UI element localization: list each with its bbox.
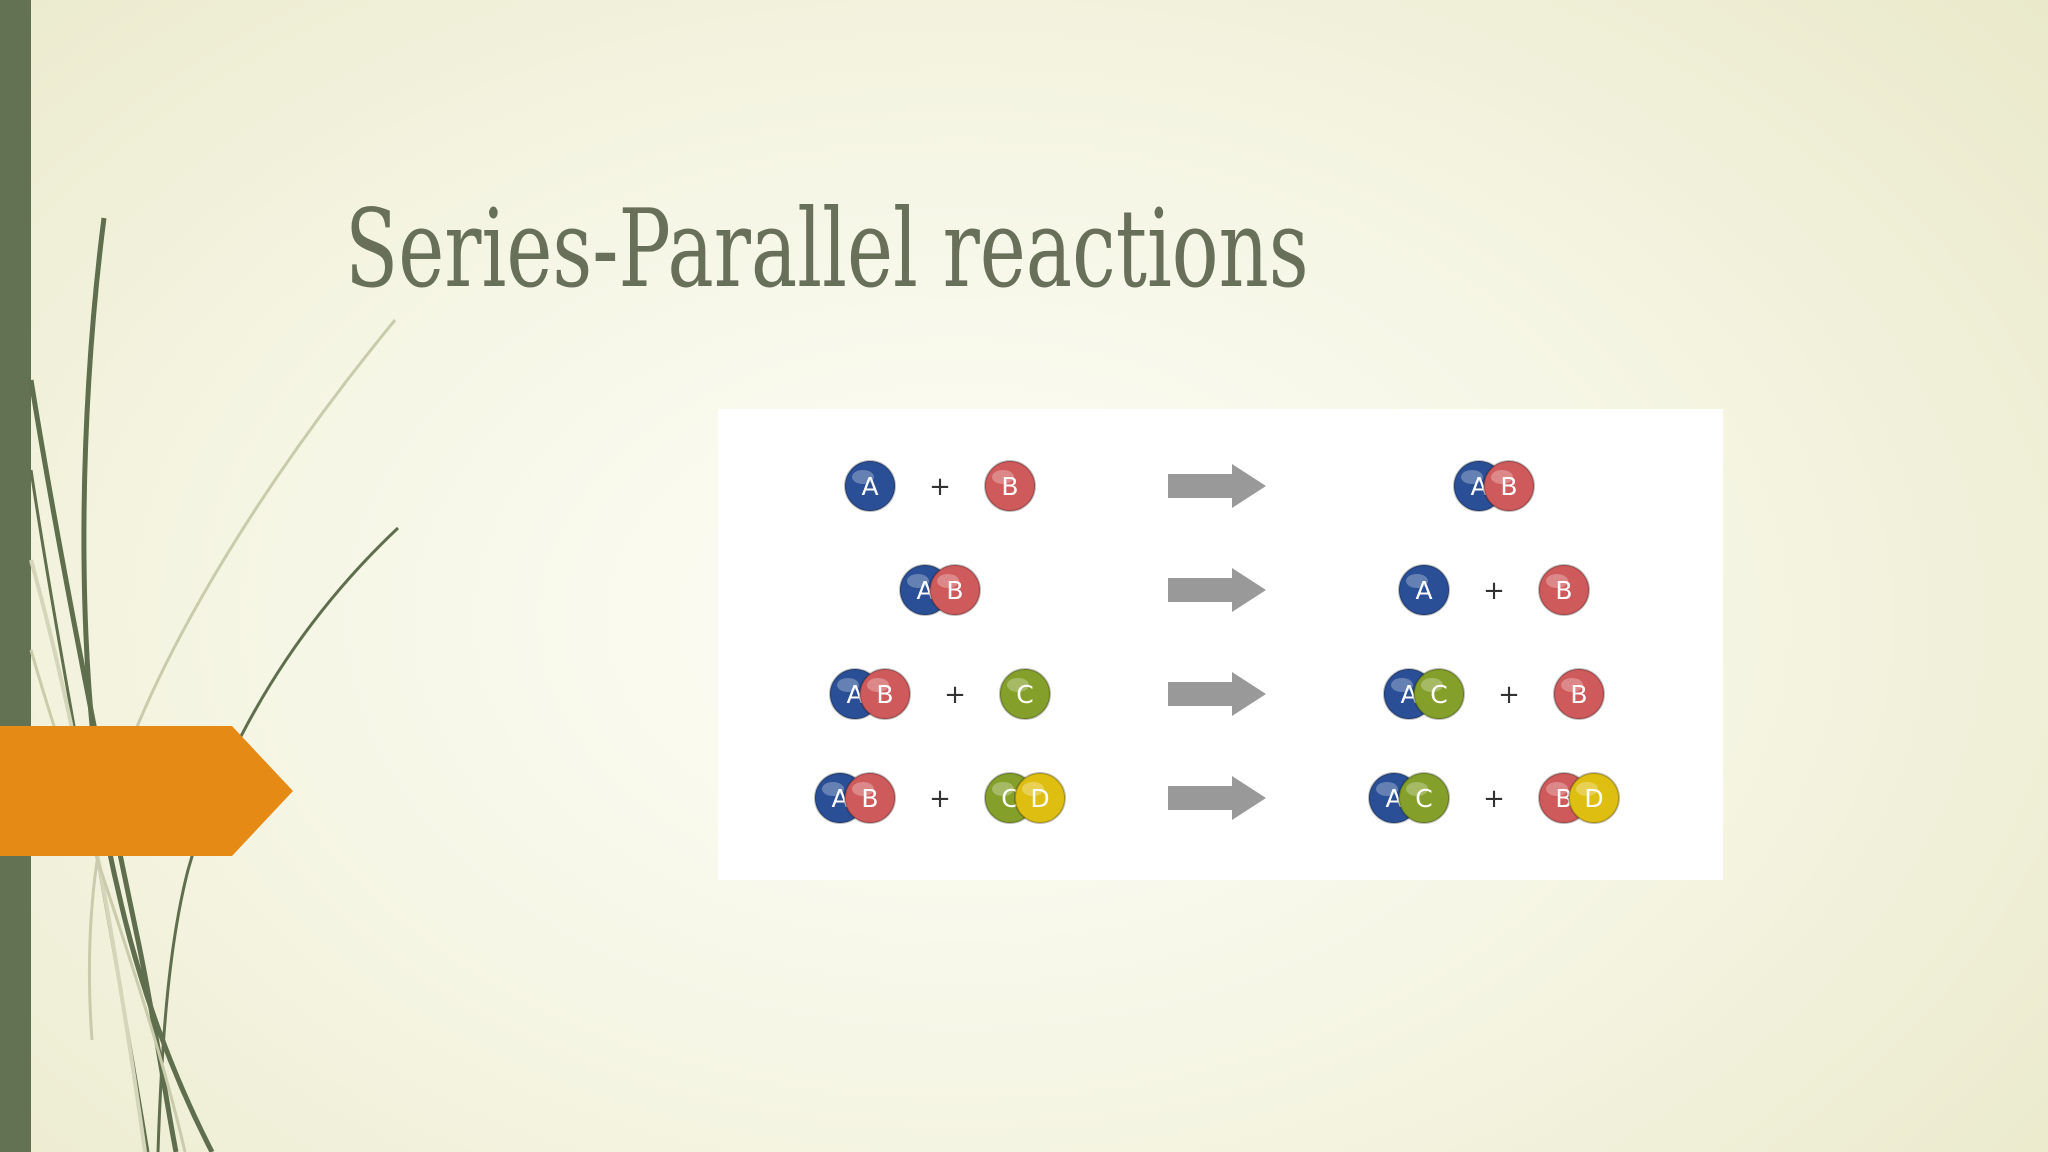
atom-label: B — [1555, 576, 1572, 605]
plus-sign: + — [944, 680, 966, 710]
atom-b: B — [1483, 460, 1535, 512]
atom-label: A — [1470, 472, 1487, 501]
molecule-b: B — [1538, 564, 1590, 616]
atom-label: A — [916, 576, 933, 605]
atom-b: B — [1538, 564, 1590, 616]
atom-label: D — [1584, 784, 1603, 813]
atom-label: A — [831, 784, 848, 813]
atom-label: A — [1385, 784, 1402, 813]
atom-label: D — [1030, 784, 1049, 813]
plus-sign: + — [1483, 784, 1505, 814]
atom-b: B — [984, 460, 1036, 512]
left-accent-bar — [0, 0, 31, 1152]
molecule-c: C — [999, 668, 1051, 720]
atom-label: A — [1415, 576, 1432, 605]
slide-title: Series-Parallel reactions — [345, 187, 1309, 312]
reaction-arrow-icon — [1168, 672, 1266, 716]
atom-c: C — [1398, 772, 1450, 824]
atom-label: B — [946, 576, 963, 605]
atom-c: C — [1413, 668, 1465, 720]
atom-label: B — [1555, 784, 1572, 813]
atom-d: D — [1014, 772, 1066, 824]
atom-c: C — [999, 668, 1051, 720]
atom-d: D — [1568, 772, 1620, 824]
atom-a: A — [1398, 564, 1450, 616]
reaction-arrow-icon — [1168, 568, 1266, 612]
plus-sign: + — [1483, 576, 1505, 606]
reaction-arrow-icon — [1168, 464, 1266, 508]
atom-label: B — [1500, 472, 1517, 501]
atom-label: C — [1430, 680, 1447, 709]
molecule-b: B — [984, 460, 1036, 512]
plus-sign: + — [929, 784, 951, 814]
reaction-arrow-icon — [1168, 776, 1266, 820]
atom-a: A — [844, 460, 896, 512]
atom-label: C — [1016, 680, 1033, 709]
molecule-a: A — [844, 460, 896, 512]
atom-b: B — [859, 668, 911, 720]
atom-label: C — [1001, 784, 1018, 813]
atom-label: C — [1415, 784, 1432, 813]
molecule-b: B — [1553, 668, 1605, 720]
atom-label: A — [1400, 680, 1417, 709]
atom-label: A — [846, 680, 863, 709]
atom-label: B — [876, 680, 893, 709]
plus-sign: + — [1498, 680, 1520, 710]
orange-tab-marker — [0, 726, 293, 856]
plus-sign: + — [929, 472, 951, 502]
atom-b: B — [929, 564, 981, 616]
atom-label: B — [1001, 472, 1018, 501]
molecule-a: A — [1398, 564, 1450, 616]
atom-b: B — [1553, 668, 1605, 720]
atom-label: A — [861, 472, 878, 501]
atom-label: B — [861, 784, 878, 813]
atom-b: B — [844, 772, 896, 824]
atom-label: B — [1570, 680, 1587, 709]
